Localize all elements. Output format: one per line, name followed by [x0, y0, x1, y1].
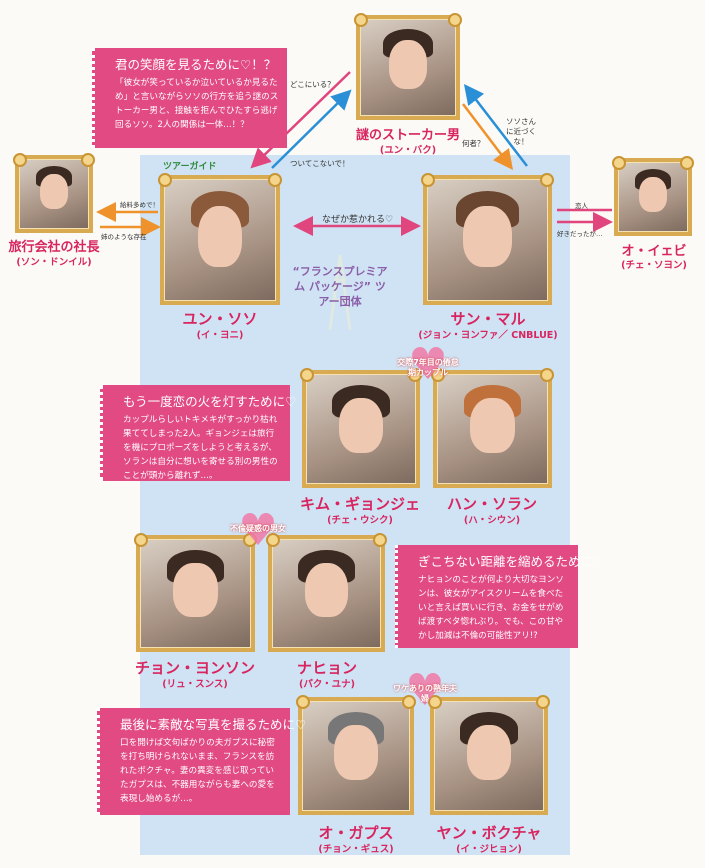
- heart-badge-couple: ♥交際7年目の倦怠期カップル: [397, 339, 459, 390]
- name-gyonje: キム・ギョンジェ: [299, 495, 421, 513]
- portrait-gyonje: [300, 368, 422, 488]
- actor-yongson: (リュ・スンス): [162, 679, 228, 690]
- heart-badge-elderly: ♥ワケありの熟年夫婦: [393, 665, 457, 716]
- actor-bokcha: (イ・ジヒョン): [456, 844, 522, 855]
- name-gapsu: オ・ガプス: [318, 824, 394, 842]
- heart-icon: ♥: [238, 505, 278, 556]
- name-bokcha: ヤン・ボクチャ: [436, 824, 542, 842]
- group-title: “フランスプレミアム パッケージ” ツアー団体: [292, 265, 388, 308]
- label-dont-follow: ついてこないで！: [290, 159, 350, 168]
- portrait-yongson: [134, 533, 257, 652]
- arrow-stalker-to-mar: [462, 103, 514, 170]
- arrow-soso-to-stalker: [271, 89, 352, 169]
- heart-icon: ♥: [408, 339, 448, 390]
- portrait-president: [13, 153, 95, 233]
- label-where: どこにいる？: [290, 80, 335, 89]
- actor-mar: (ジョン・ヨンファ／ CNBLUE): [418, 330, 558, 341]
- actor-soran: (ハ・シウン): [463, 515, 521, 526]
- name-soso: ユン・ソソ: [182, 310, 258, 328]
- note-stalker: 君の笑顔を見るために♡！？「彼女が笑っているか泣いているか見るため」と言いながら…: [92, 48, 287, 148]
- label-liked: 好きだったが…: [557, 230, 603, 238]
- portrait-mar: [421, 173, 554, 305]
- heart-icon: ♥: [405, 665, 445, 716]
- name-mar: サン・マル: [450, 310, 526, 328]
- portrait-gapsu: [296, 695, 416, 815]
- portrait-soran: [431, 368, 554, 488]
- portrait-stalker: [354, 13, 462, 120]
- heart-badge-affair: ♥不倫疑惑の男女: [230, 505, 286, 556]
- name-stalker: 謎のストーカー男: [355, 128, 461, 143]
- label-salary: 給料多めで！: [120, 201, 159, 209]
- portrait-soso: [158, 173, 282, 305]
- portrait-bokcha: [428, 695, 550, 815]
- label-who: 何者？: [462, 139, 485, 148]
- actor-oibi: (チェ・ソヨン): [621, 260, 687, 271]
- label-sister: 姉のような存在: [101, 233, 147, 241]
- actor-soso: (イ・ヨニ): [196, 330, 244, 341]
- name-yongson: チョン・ヨンソン: [134, 659, 256, 677]
- label-attracted: なぜか惹かれる♡: [322, 215, 394, 225]
- actor-stalker: (ユン・バク): [379, 145, 437, 156]
- note-couple: もう一度恋の火を灯すために♡カップルらしいトキメキがすっかり枯れ果ててしまった2…: [100, 385, 296, 481]
- actor-nahyon: (パク・ユナ): [299, 679, 355, 690]
- arrow-stalker-to-soso: [250, 71, 351, 169]
- actor-gyonje: (チェ・ウシク): [327, 515, 393, 526]
- arrow-mar-to-stalker: [463, 84, 528, 167]
- name-soran: ハン・ソラン: [446, 495, 538, 513]
- portrait-nahyon: [266, 533, 387, 652]
- actor-president: (ソン・ドンイル): [16, 257, 92, 268]
- name-oibi: オ・イェビ: [621, 244, 687, 259]
- name-nahyon: ナヒョン: [296, 659, 358, 677]
- tour-guide-label: ツアーガイド: [163, 162, 217, 172]
- portrait-oibi: [612, 156, 694, 236]
- label-stay-away: ソソさんに近づくな！: [506, 117, 536, 146]
- label-lover: 恋人: [575, 202, 588, 210]
- note-elderly: 最後に素敵な写真を撮るために♡口を開けば文句ばかりの夫ガプスに秘密を打ち明けられ…: [97, 708, 306, 815]
- note-affair: ぎこちない距離を縮めるために♡ナヒョンのことが何より大切なヨンソンは、彼女がアイ…: [395, 545, 604, 648]
- actor-gapsu: (チョン・ギュス): [318, 844, 394, 855]
- name-president: 旅行会社の社長: [8, 240, 100, 255]
- eiffel-tower-icon: [328, 254, 352, 331]
